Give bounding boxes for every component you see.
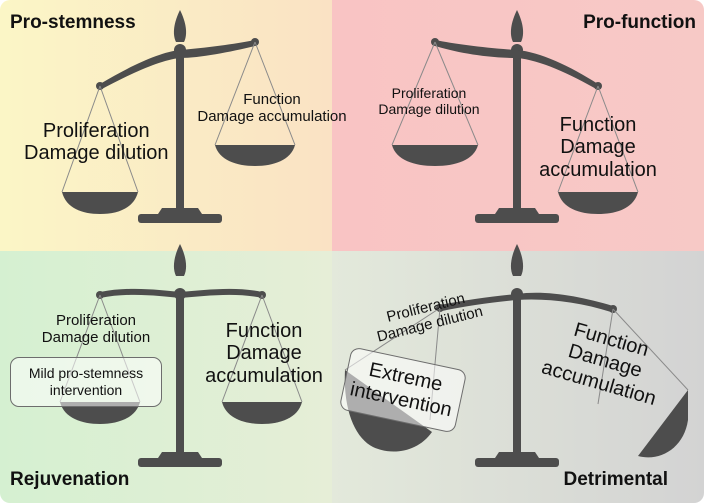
label-line: Damage accumulation [197, 107, 347, 125]
left-pan-label: Proliferation Damage dilution [12, 312, 180, 347]
label-line: accumulation [539, 158, 657, 181]
right-pan-label: Function Damage accumulation [196, 320, 332, 387]
label-line: intervention [49, 381, 123, 398]
label-line: Proliferation [55, 312, 137, 329]
intervention-box: Mild pro-stemness intervention [10, 357, 162, 407]
right-pan-label: Function Damage accumulation [532, 114, 664, 181]
corner-label-rejuvenation: Rejuvenation [10, 469, 130, 490]
label-line: Damage dilution [24, 142, 169, 165]
label-line: Function [243, 91, 301, 108]
label-line: Damage [560, 136, 636, 159]
left-pan-label: Proliferation Damage dilution [24, 120, 169, 165]
corner-label-detrimental: Detrimental [563, 469, 668, 490]
label-line: Damage [226, 342, 302, 365]
label-line: accumulation [205, 364, 323, 387]
balance-scale-icon [391, 10, 639, 223]
right-pan-label: Function Damage accumulation [186, 91, 358, 126]
balance-scale-icon [61, 10, 296, 223]
label-line: Function [225, 320, 303, 342]
label-line: Proliferation [42, 120, 150, 142]
label-line: Mild pro-stemness [28, 365, 144, 381]
label-line: Damage dilution [378, 100, 480, 117]
corner-label-pro-stemness: Pro-stemness [10, 12, 136, 33]
label-line: Proliferation [391, 85, 467, 101]
label-line: Damage dilution [41, 328, 151, 346]
corner-label-pro-function: Pro-function [583, 12, 696, 33]
left-pan-label: Proliferation Damage dilution [364, 85, 494, 117]
label-line: Function [559, 114, 637, 136]
